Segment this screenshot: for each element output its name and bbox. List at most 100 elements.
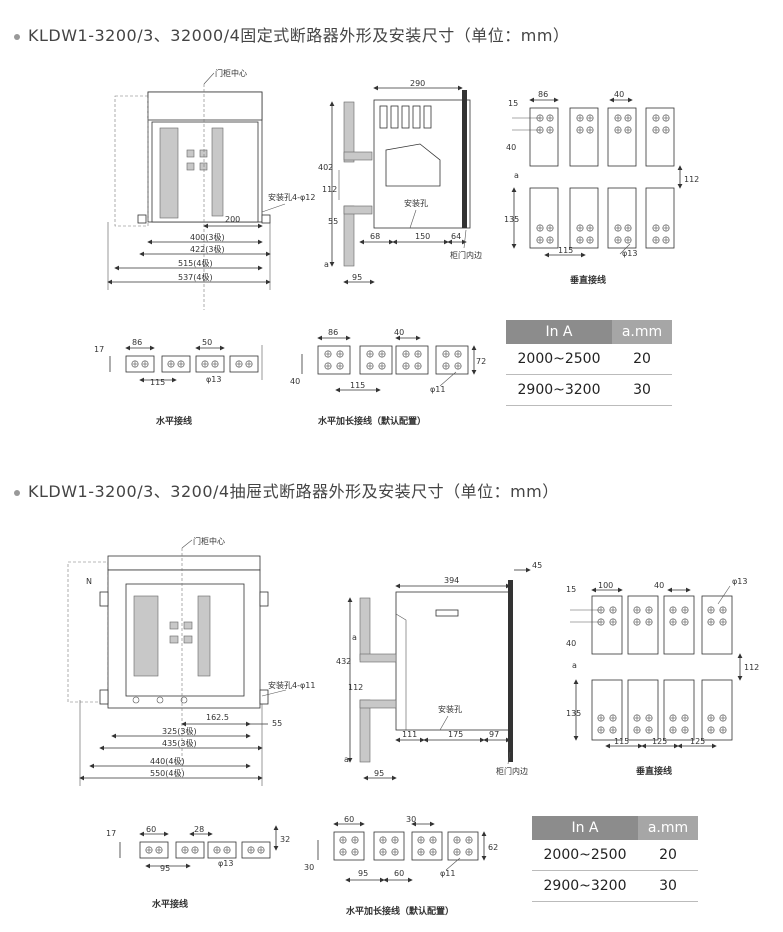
s1-v-dim-40a: 40	[614, 90, 624, 99]
s1-door-edge-label: 柜门内边	[450, 250, 482, 260]
s2-side-dim-432: 432	[336, 657, 351, 666]
s1-dim-537: 537(4极)	[178, 272, 213, 282]
s1-h-dim-17: 17	[94, 345, 104, 354]
s2-v-dim-15: 15	[566, 585, 576, 594]
s2-mount-hole-label: 安装孔4-φ11	[268, 680, 315, 690]
s2-side-dim-97: 97	[489, 730, 499, 739]
s1-side-dim-64: 64	[451, 232, 461, 241]
s2-v-dim-phi13: φ13	[732, 577, 747, 586]
s1-he-dim-40a: 40	[394, 328, 404, 337]
s2-dim-162-5: 162.5	[206, 713, 229, 722]
s1-table-header-a: a.mm	[612, 320, 672, 344]
table-cell: 2000~2500	[506, 344, 612, 375]
s1-h-dim-86: 86	[132, 338, 142, 347]
s1-h-dim-phi13: φ13	[206, 375, 221, 384]
s1-spec-table: In A a.mm 2000~2500 20 2900~3200 30	[506, 320, 672, 406]
s2-table-header-a: a.mm	[638, 816, 698, 840]
s2-dim-550: 550(4极)	[150, 768, 185, 778]
s2-v-dim-125b: 125	[690, 737, 705, 746]
s2-v-dim-40b: 40	[566, 639, 576, 648]
table-row: 2000~2500 20	[506, 344, 672, 375]
table-cell: 20	[638, 840, 698, 871]
s2-h-dim-phi13: φ13	[218, 859, 233, 868]
s2-dim-325: 325(3极)	[162, 726, 197, 736]
s1-side-dim-55: 55	[328, 217, 338, 226]
s1-side-dim-a: a	[324, 260, 329, 269]
s1-side-dim-112: 112	[322, 185, 337, 194]
s2-vertical-wiring: 15 100 40 φ13 40 a 112 135 115 125 125 垂…	[566, 577, 759, 777]
section1-heading: KLDW1-3200/3、32000/4固定式断路器外形及安装尺寸（单位：mm）	[14, 22, 569, 46]
s2-v-dim-125a: 125	[652, 737, 667, 746]
s1-front-view: 门柜中心 安装孔4-φ12 200 400(3极) 422(3极) 515(4极…	[107, 68, 315, 310]
s1-side-dim-150: 150	[415, 232, 430, 241]
s1-horizontal-wiring: 17 86 50 115 φ13 水平接线	[94, 338, 263, 427]
s1-he-dim-72: 72	[476, 357, 486, 366]
s2-he-dim-60b: 60	[394, 869, 404, 878]
s2-horizontal-wiring: 17 60 28 32 95 φ13 水平接线	[106, 825, 290, 910]
s1-he-dim-phi11: φ11	[430, 385, 445, 394]
s1-dim-400: 400(3极)	[190, 232, 225, 242]
s1-v-dim-115: 115	[558, 246, 573, 255]
section2-heading: KLDW1-3200/3、3200/4抽屉式断路器外形及安装尺寸（单位：mm）	[14, 478, 559, 502]
s1-horizontal-ext-wiring: 86 40 40 72 115 φ11 水平加长接线（默认配置）	[290, 328, 486, 427]
s1-dim-422: 422(3极)	[190, 244, 225, 254]
s2-he-dim-62: 62	[488, 843, 498, 852]
bullet-icon	[14, 33, 20, 40]
s1-he-dim-86: 86	[328, 328, 338, 337]
s1-v-dim-86: 86	[538, 90, 548, 99]
s2-spec-table: In A a.mm 2000~2500 20 2900~3200 30	[532, 816, 698, 902]
table-cell: 20	[612, 344, 672, 375]
section1-title: KLDW1-3200/3、32000/4固定式断路器外形及安装尺寸（单位：mm）	[28, 26, 570, 45]
s2-dim-435: 435(3极)	[162, 738, 197, 748]
s2-he-dim-60: 60	[344, 815, 354, 824]
s2-h-dim-60: 60	[146, 825, 156, 834]
s1-vertical-wiring: 86 40 15 40 a 112 135 115 φ13 垂直接线	[504, 90, 699, 286]
table-cell: 30	[612, 374, 672, 406]
s1-he-dim-115: 115	[350, 381, 365, 390]
bullet-icon	[14, 489, 20, 496]
s2-horizontal-ext-wiring: 60 30 30 62 95 60 φ11 水平加长接线（默认配置）	[304, 815, 498, 917]
s2-v-dim-a: a	[572, 661, 577, 670]
s1-v-dim-40b: 40	[506, 143, 516, 152]
s1-vertical-caption: 垂直接线	[570, 274, 606, 286]
s2-side-dim-a-bottom: a	[344, 755, 349, 764]
section2-title: KLDW1-3200/3、3200/4抽屉式断路器外形及安装尺寸（单位：mm）	[28, 482, 559, 501]
s2-side-dim-175: 175	[448, 730, 463, 739]
s2-v-dim-40a: 40	[654, 581, 664, 590]
s2-he-dim-30b: 30	[304, 863, 314, 872]
s1-h-dim-115: 115	[150, 378, 165, 387]
s2-he-dim-30a: 30	[406, 815, 416, 824]
s2-horizontal-ext-caption: 水平加长接线（默认配置）	[346, 905, 454, 917]
s2-he-dim-phi11: φ11	[440, 869, 455, 878]
s1-dim-515: 515(4极)	[178, 258, 213, 268]
s1-horizontal-caption: 水平接线	[156, 415, 192, 427]
s2-h-dim-32: 32	[280, 835, 290, 844]
s2-side-dim-a-top: a	[352, 633, 357, 642]
s1-side-dim-68: 68	[370, 232, 380, 241]
table-cell: 30	[638, 870, 698, 902]
s2-horizontal-caption: 水平接线	[152, 898, 188, 910]
s2-side-dim-112: 112	[348, 683, 363, 692]
table-row: 2900~3200 30	[532, 870, 698, 902]
s1-v-dim-135: 135	[504, 215, 519, 224]
s1-table-header-in: In A	[506, 320, 612, 344]
s2-v-dim-100: 100	[598, 581, 613, 590]
s2-table-header-in: In A	[532, 816, 638, 840]
s2-side-dim-111: 111	[402, 730, 417, 739]
s2-side-dim-45: 45	[532, 561, 542, 570]
s2-v-dim-115: 115	[614, 737, 629, 746]
s1-side-mount-hole: 安装孔	[404, 198, 428, 208]
s2-side-dim-95: 95	[374, 769, 384, 778]
s2-front-view: N 门柜中心 安装孔4-φ11 162.5 55 325(3极) 435(3极)…	[67, 536, 315, 786]
s1-h-dim-50: 50	[202, 338, 212, 347]
s1-side-view: 290 402 112 55 68 150 64 95 a 安装孔 柜门内边	[318, 79, 482, 285]
table-row: 2900~3200 30	[506, 374, 672, 406]
s1-door-center-label: 门柜中心	[215, 68, 247, 78]
table-cell: 2900~3200	[532, 870, 638, 902]
table-row: 2000~2500 20	[532, 840, 698, 871]
s2-h-dim-95: 95	[160, 864, 170, 873]
s2-dim-440: 440(4极)	[150, 756, 185, 766]
s1-horizontal-ext-caption: 水平加长接线（默认配置）	[318, 415, 426, 427]
s1-v-dim-phi13: φ13	[622, 249, 637, 258]
